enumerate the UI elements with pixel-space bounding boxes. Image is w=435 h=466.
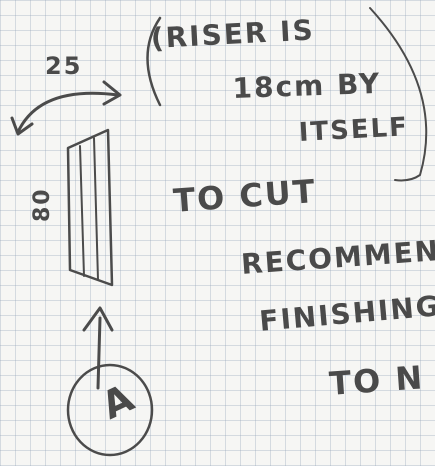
width-arrow-head-right bbox=[102, 80, 122, 106]
note-line-2: 18cm BY bbox=[232, 66, 382, 105]
note-bracket-left bbox=[146, 16, 162, 107]
dimension-width-label: 25 bbox=[45, 52, 83, 80]
note-bracket-right bbox=[369, 7, 428, 182]
dimension-height-label: 80 bbox=[30, 187, 55, 222]
note-line-3: ITSELF bbox=[298, 112, 410, 148]
riser-board-inner-line-2 bbox=[93, 137, 99, 281]
width-arrow-head-left bbox=[10, 116, 34, 136]
instruction-line-4: TO N bbox=[328, 358, 426, 403]
riser-board-inner-line bbox=[79, 145, 85, 277]
marker-circle bbox=[66, 363, 154, 457]
riser-board-outline bbox=[66, 128, 114, 287]
pointer-arrow-head bbox=[82, 306, 114, 332]
width-dimension-arrow bbox=[16, 91, 120, 134]
pointer-arrow-shaft bbox=[96, 316, 102, 390]
